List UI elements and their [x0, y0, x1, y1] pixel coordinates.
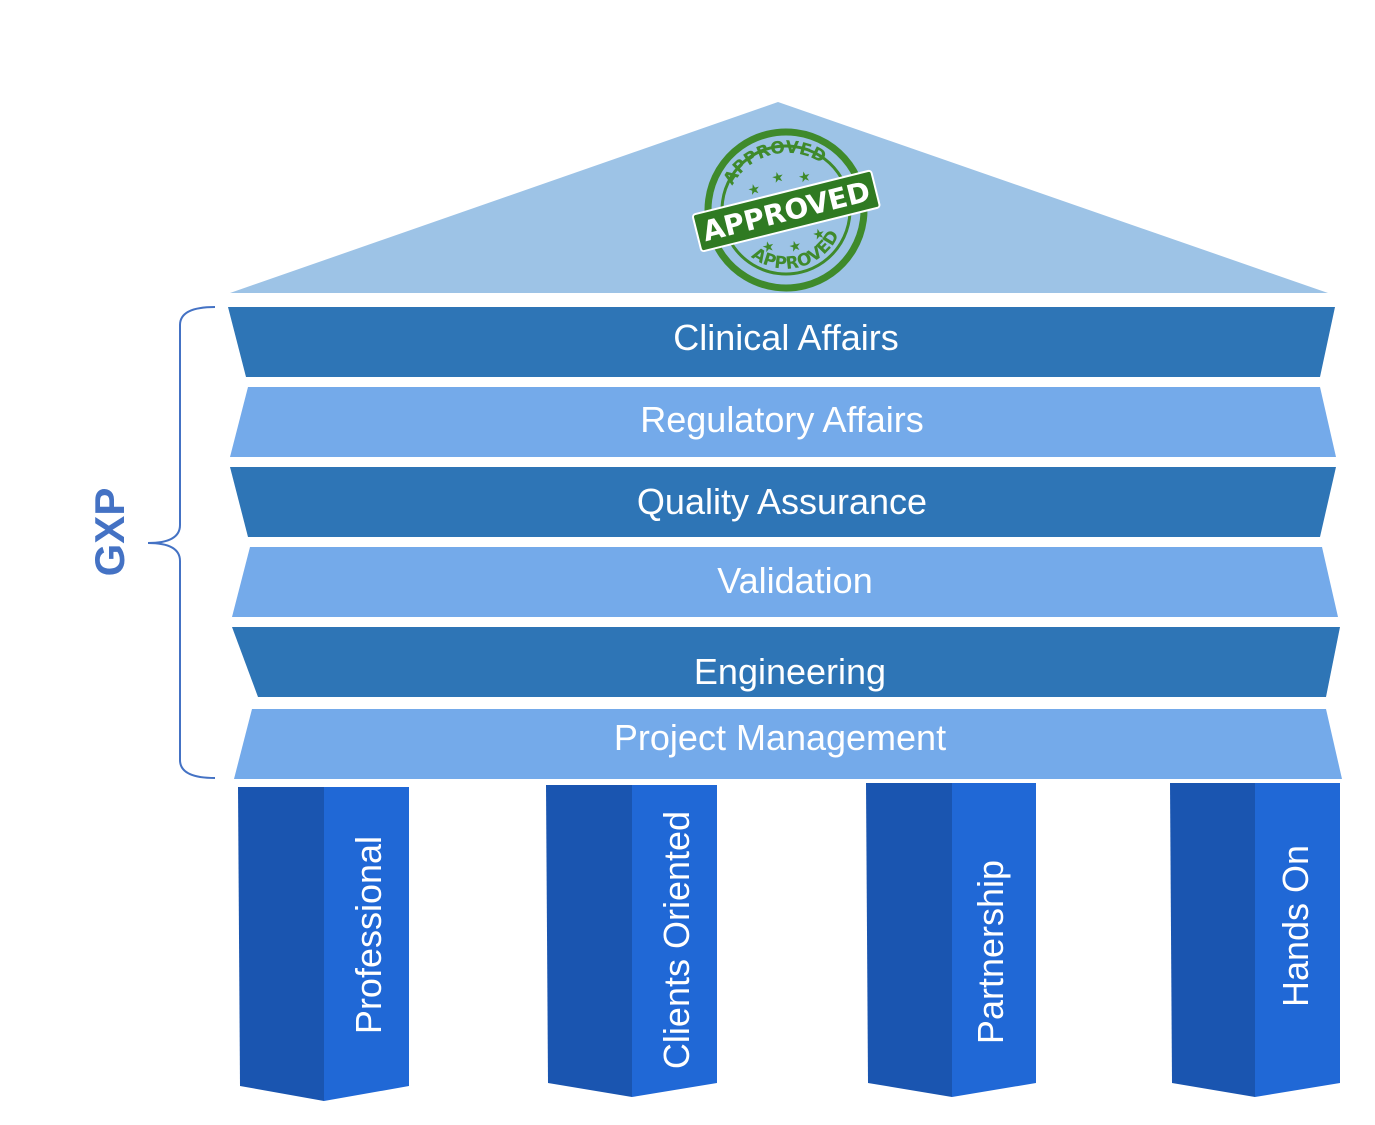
band-label: Project Management: [614, 717, 946, 758]
pillar-hands-on: Hands On: [1170, 783, 1340, 1097]
band-label: Engineering: [694, 651, 886, 692]
band-engineering: [232, 627, 1340, 697]
band-label: Quality Assurance: [637, 481, 927, 522]
gxp-label: GXP: [86, 488, 133, 577]
pillar-professional: Professional: [238, 787, 409, 1101]
pillar-side-face: [632, 785, 717, 1097]
band-label: Validation: [717, 560, 872, 601]
stamp-star-icon: ★: [787, 237, 803, 256]
pillar-label: Hands On: [1275, 845, 1316, 1007]
pillar-side-face: [1255, 783, 1340, 1097]
pillar-front-face: [238, 787, 324, 1101]
pillar-front-face: [866, 783, 952, 1097]
band-clinical-affairs: [228, 307, 1335, 377]
pillar-front-face: [1170, 783, 1255, 1097]
pillar-clients-oriented: Clients Oriented: [546, 785, 717, 1097]
band-project-management: [234, 709, 1342, 779]
band-quality-assurance: [230, 467, 1336, 537]
pillar-side-face: [324, 787, 409, 1101]
band-regulatory-affairs: [230, 387, 1336, 457]
stamp-star-icon: ★: [811, 225, 827, 244]
pillar-front-face: [546, 785, 632, 1097]
pillar-label: Clients Oriented: [656, 811, 697, 1069]
pillar-side-face: [952, 783, 1036, 1097]
stamp-star-icon: ★: [770, 168, 786, 187]
stamp-star-icon: ★: [760, 237, 776, 256]
band-validation: [232, 547, 1338, 617]
band-label: Regulatory Affairs: [640, 399, 923, 440]
band-label: Clinical Affairs: [673, 317, 898, 358]
pillar-label: Professional: [348, 836, 389, 1034]
pillar-partnership: Partnership: [866, 783, 1036, 1097]
stamp-star-icon: ★: [746, 180, 762, 199]
stamp-banner: [692, 169, 881, 253]
stamp-star-icon: ★: [796, 167, 812, 186]
pillar-label: Partnership: [970, 860, 1011, 1044]
gxp-curly-brace: [147, 306, 216, 779]
